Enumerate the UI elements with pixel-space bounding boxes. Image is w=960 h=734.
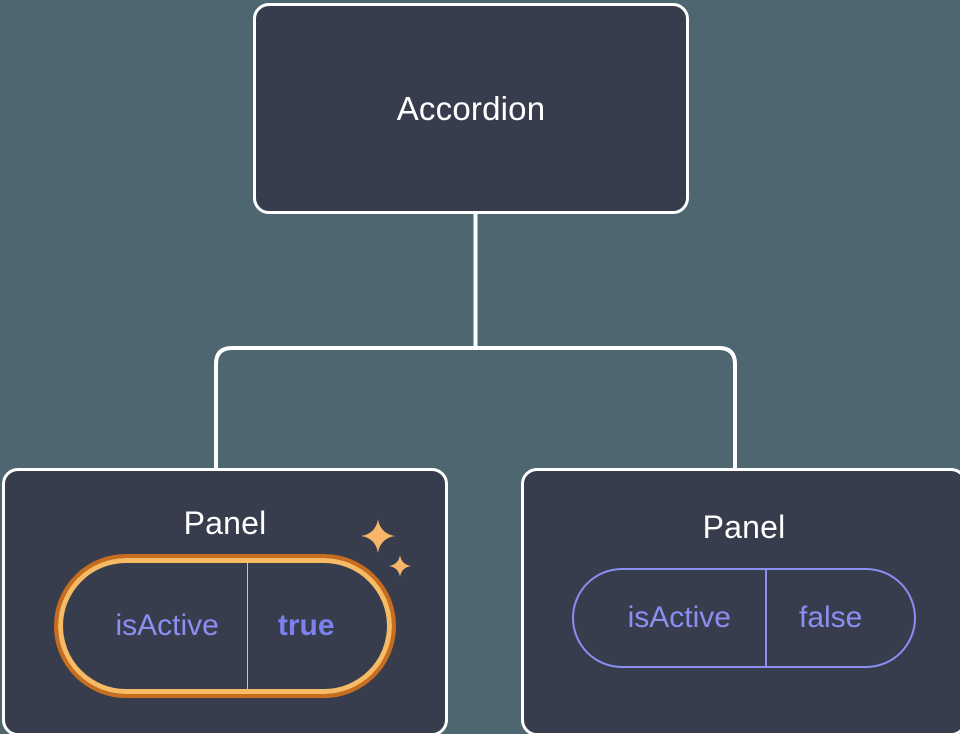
prop-key-label: isActive: [115, 609, 219, 642]
tree-node-panel-inactive-title: Panel: [702, 509, 786, 545]
tree-node-accordion[interactable]: Accordion: [253, 3, 689, 214]
tree-node-panel-active-title: Panel: [183, 505, 267, 541]
tree-node-panel-active[interactable]: Panel isActive true: [2, 468, 448, 734]
tree-node-accordion-title: Accordion: [396, 89, 546, 127]
prop-key-label: isActive: [627, 601, 731, 634]
prop-pill-isactive-true[interactable]: isActive true: [54, 519, 411, 698]
prop-value-label: false: [764, 570, 914, 666]
sparkle-star-small-icon: [388, 555, 411, 577]
tree-node-panel-inactive[interactable]: Panel isActive false: [521, 468, 960, 734]
prop-pill-isactive-false[interactable]: isActive false: [571, 568, 917, 668]
connector-branch-bar: [214, 346, 737, 468]
sparkle-star-icon: [360, 519, 395, 553]
prop-value-label: true: [246, 563, 387, 689]
